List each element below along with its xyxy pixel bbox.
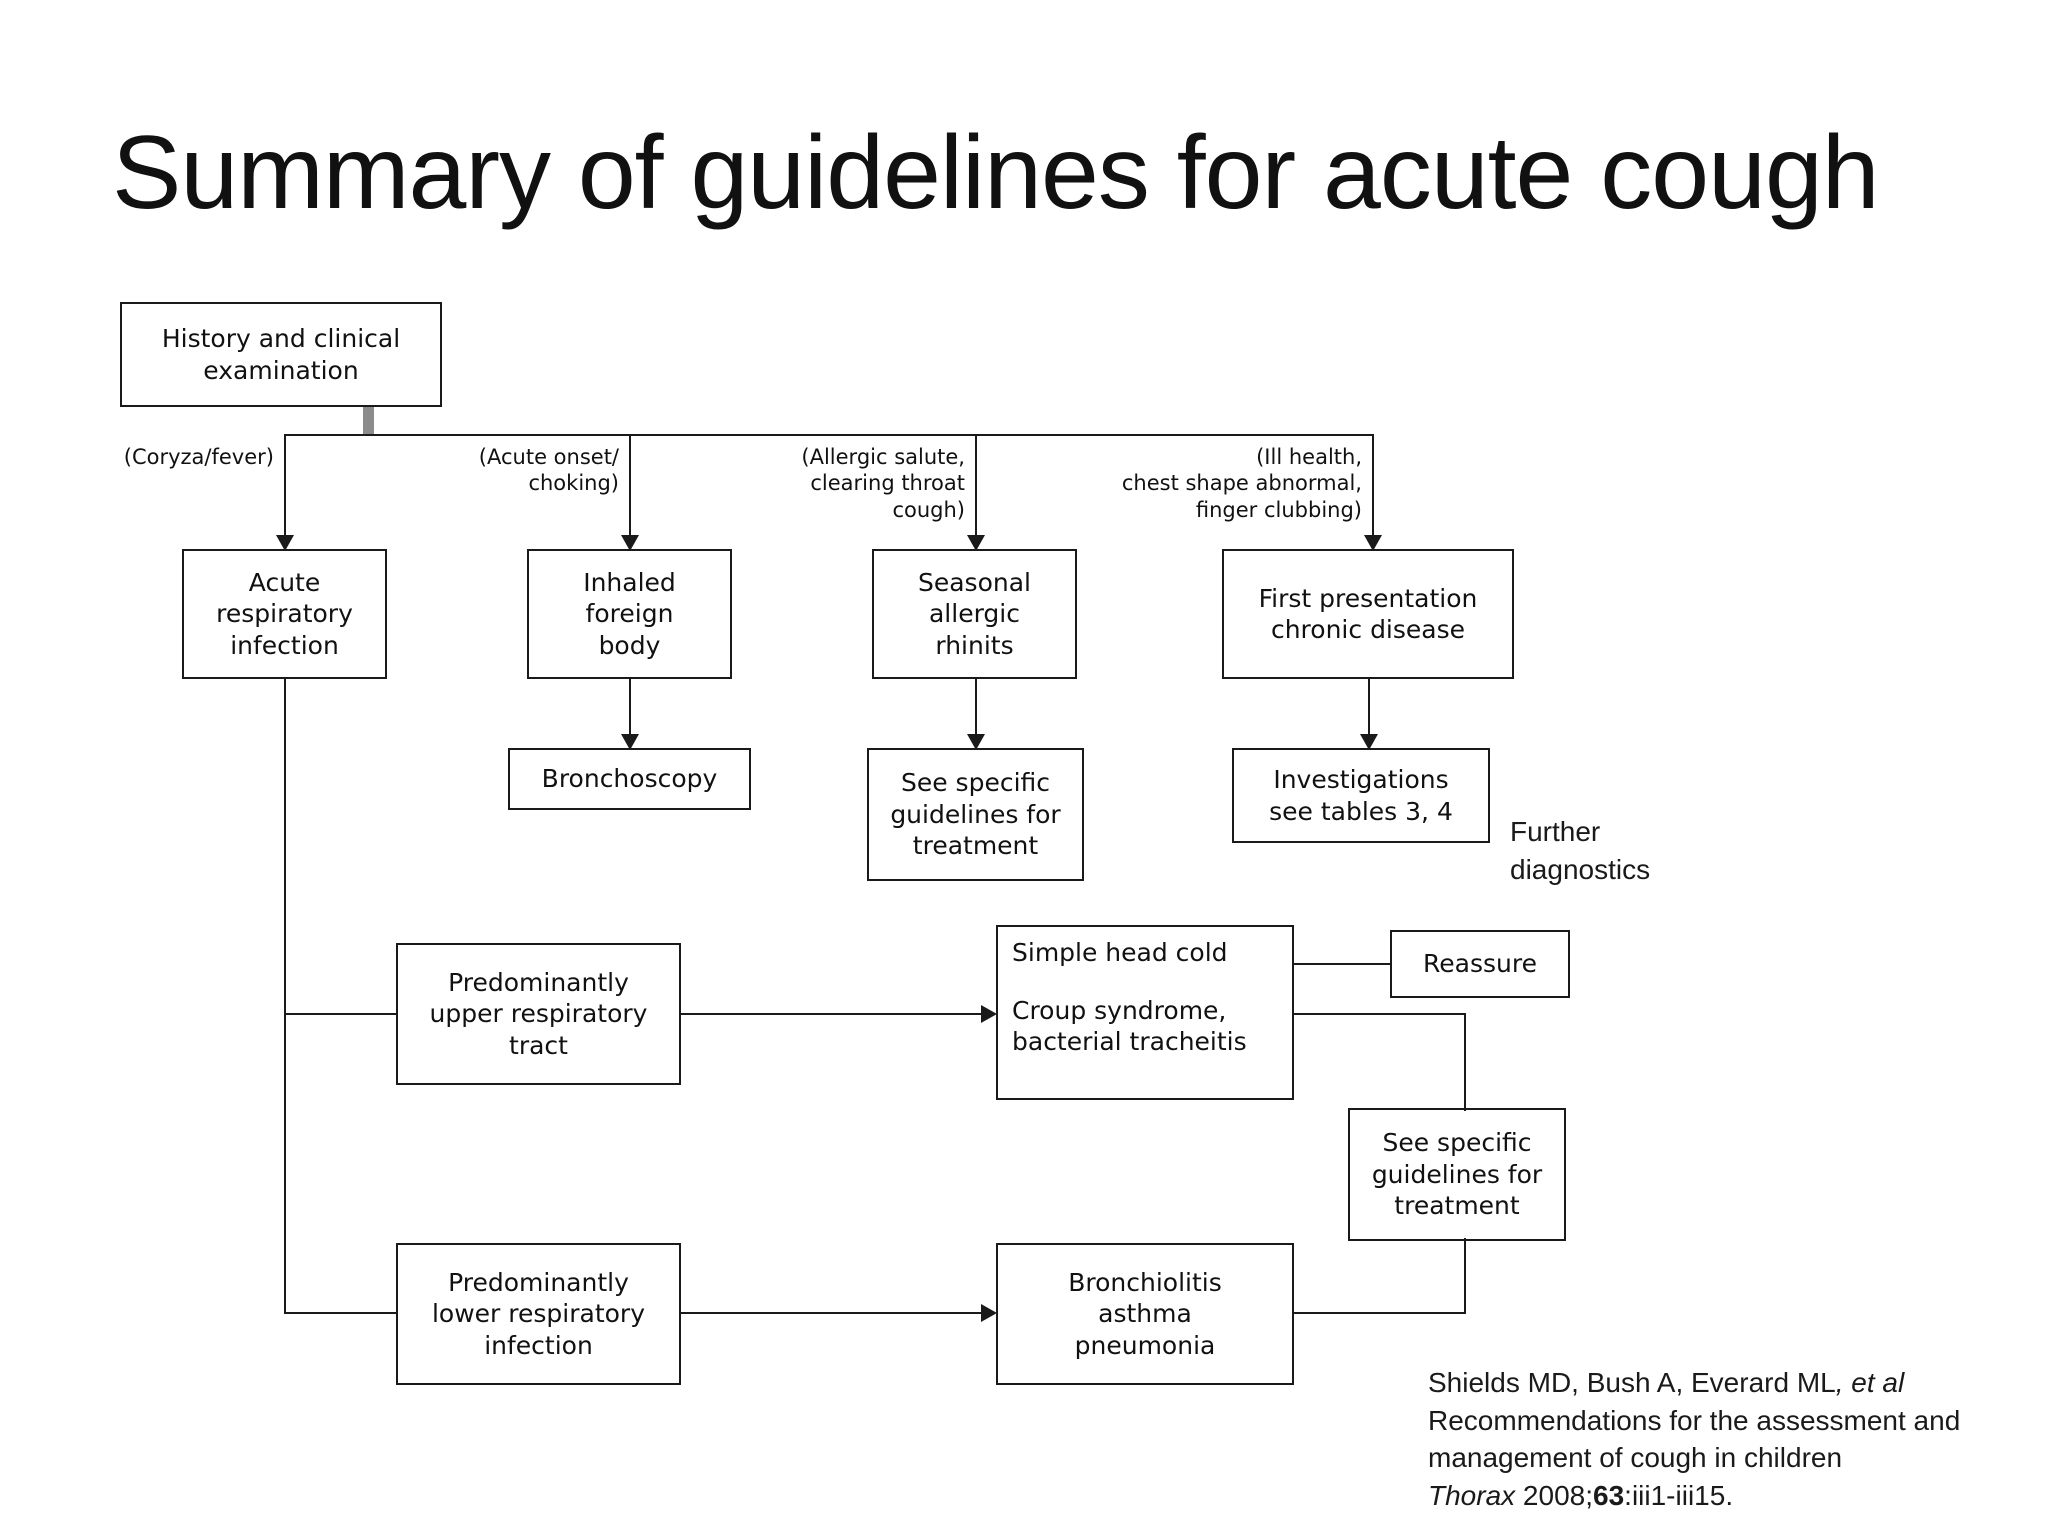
citation-authors: Shields MD, Bush A, Everard ML <box>1428 1367 1836 1398</box>
left-spine-branch-lower <box>284 1312 396 1314</box>
flow-box-bronchoscopy: Bronchoscopy <box>508 748 751 810</box>
citation-journal: Thorax <box>1428 1479 1516 1511</box>
branch-arrow-4 <box>1364 535 1382 551</box>
arrow-line-lower-to-bronchiolitis <box>681 1312 981 1314</box>
citation-line-3: management of cough in children <box>1428 1442 1843 1474</box>
citation-volume: 63 <box>1593 1479 1625 1511</box>
flow-box-inhaled-foreign-body: Inhaled foreign body <box>527 549 732 679</box>
branch-label-acute-onset: (Acute onset/ choking) <box>478 445 619 496</box>
arrow-head-upper-to-outcomes <box>981 1005 997 1023</box>
citation-line-4: Thorax 2008;63:iii1-iii15. <box>1428 1477 2028 1515</box>
flow-box-label: See specific guidelines for treatment <box>1371 1128 1543 1221</box>
flow-box-label: First presentation chronic disease <box>1258 583 1478 645</box>
connector-right-spine-upper <box>1464 1013 1466 1111</box>
upper-outcomes-line-a: Simple head cold <box>1012 938 1228 967</box>
arrow-bronchoscopy <box>621 734 639 750</box>
connector-foreign-body-to-bronchoscopy <box>629 679 631 741</box>
flow-box-first-presentation-chronic-disease: First presentation chronic disease <box>1222 549 1514 679</box>
flow-box-label: Bronchiolitis asthma pneumonia <box>1068 1267 1222 1360</box>
arrow-line-upper-to-outcomes <box>681 1013 981 1015</box>
branch-bus-horizontal <box>284 434 1374 436</box>
citation-pages: :iii1-iii15. <box>1624 1479 1734 1511</box>
flow-box-label: Bronchoscopy <box>541 764 718 794</box>
citation-line-1: Shields MD, Bush A, Everard ML, et al <box>1428 1364 2028 1402</box>
left-spine-vertical <box>284 679 286 1312</box>
annotation-further-diagnostics: Further diagnostics <box>1510 816 1651 885</box>
left-spine-branch-upper <box>284 1013 396 1015</box>
flow-box-investigations: Investigations see tables 3, 4 <box>1232 748 1490 843</box>
branch-drop-3 <box>975 434 977 544</box>
connector-croup-to-spine <box>1294 1013 1466 1015</box>
flow-box-predominantly-upper-respiratory-tract: Predominantly upper respiratory tract <box>396 943 681 1085</box>
branch-label-coryza: (Coryza/fever) <box>123 445 274 469</box>
connector-head-cold-to-reassure <box>1294 963 1390 965</box>
connector-rhinits-to-guidelines <box>975 679 977 741</box>
flow-box-label: Predominantly lower respiratory infectio… <box>431 1267 645 1360</box>
citation-line-2: Recommendations for the assessment and <box>1428 1404 1961 1436</box>
citation-etal: , et al <box>1835 1367 1905 1398</box>
flow-box-predominantly-lower-respiratory-infection: Predominantly lower respiratory infectio… <box>396 1243 681 1385</box>
flow-box-label: See specific guidelines for treatment <box>890 768 1061 861</box>
flow-box-bronchiolitis-asthma-pneumonia: Bronchiolitis asthma pneumonia <box>996 1243 1294 1385</box>
branch-arrow-2 <box>621 535 639 551</box>
connector-chronic-to-investigations <box>1368 679 1370 741</box>
flow-box-label: Inhaled foreign body <box>583 567 676 660</box>
arrow-head-lower-to-bronchiolitis <box>981 1304 997 1322</box>
connector-bronchiolitis-to-spine <box>1294 1312 1466 1314</box>
branch-drop-2 <box>629 434 631 544</box>
connector-right-spine-lower <box>1464 1238 1466 1314</box>
citation-block: Shields MD, Bush A, Everard ML, et al Re… <box>1428 1364 2028 1514</box>
branch-drop-1 <box>284 434 286 544</box>
flow-box-reassure: Reassure <box>1390 930 1570 998</box>
flow-box-label: Seasonal allergic rhinits <box>917 567 1031 660</box>
arrow-investigations <box>1360 734 1378 750</box>
branch-label-allergic: (Allergic salute, clearing throat cough) <box>801 445 965 522</box>
flow-box-label: Investigations see tables 3, 4 <box>1269 765 1453 826</box>
flow-box-seasonal-allergic-rhinits: Seasonal allergic rhinits <box>872 549 1077 679</box>
branch-drop-4 <box>1372 434 1374 544</box>
flow-box-see-specific-guidelines-treatment: See specific guidelines for treatment <box>1348 1108 1566 1241</box>
flow-box-acute-respiratory-infection: Acute respiratory infection <box>182 549 387 679</box>
root-connector-stub <box>363 407 374 435</box>
flow-box-see-specific-guidelines-rhinitis: See specific guidelines for treatment <box>867 748 1084 881</box>
flow-box-label: History and clinical examination <box>161 324 401 385</box>
page-title: Summary of guidelines for acute cough <box>112 115 1880 231</box>
flow-box-upper-outcomes: Simple head cold Croup syndrome, bacteri… <box>996 925 1294 1100</box>
flow-box-history-clinical-examination: History and clinical examination <box>120 302 442 407</box>
citation-year: 2008; <box>1515 1479 1594 1511</box>
arrow-rhinitis-guidelines <box>967 734 985 750</box>
flow-box-label: Predominantly upper respiratory tract <box>429 967 648 1060</box>
upper-outcomes-line-b: Croup syndrome, bacterial tracheitis <box>1012 995 1247 1057</box>
branch-label-ill-health: (Ill health, chest shape abnormal, finge… <box>1121 445 1362 522</box>
branch-arrow-3 <box>967 535 985 551</box>
branch-arrow-1 <box>276 535 294 551</box>
flow-box-label: Reassure <box>1423 949 1537 979</box>
flow-box-label: Acute respiratory infection <box>216 567 353 660</box>
